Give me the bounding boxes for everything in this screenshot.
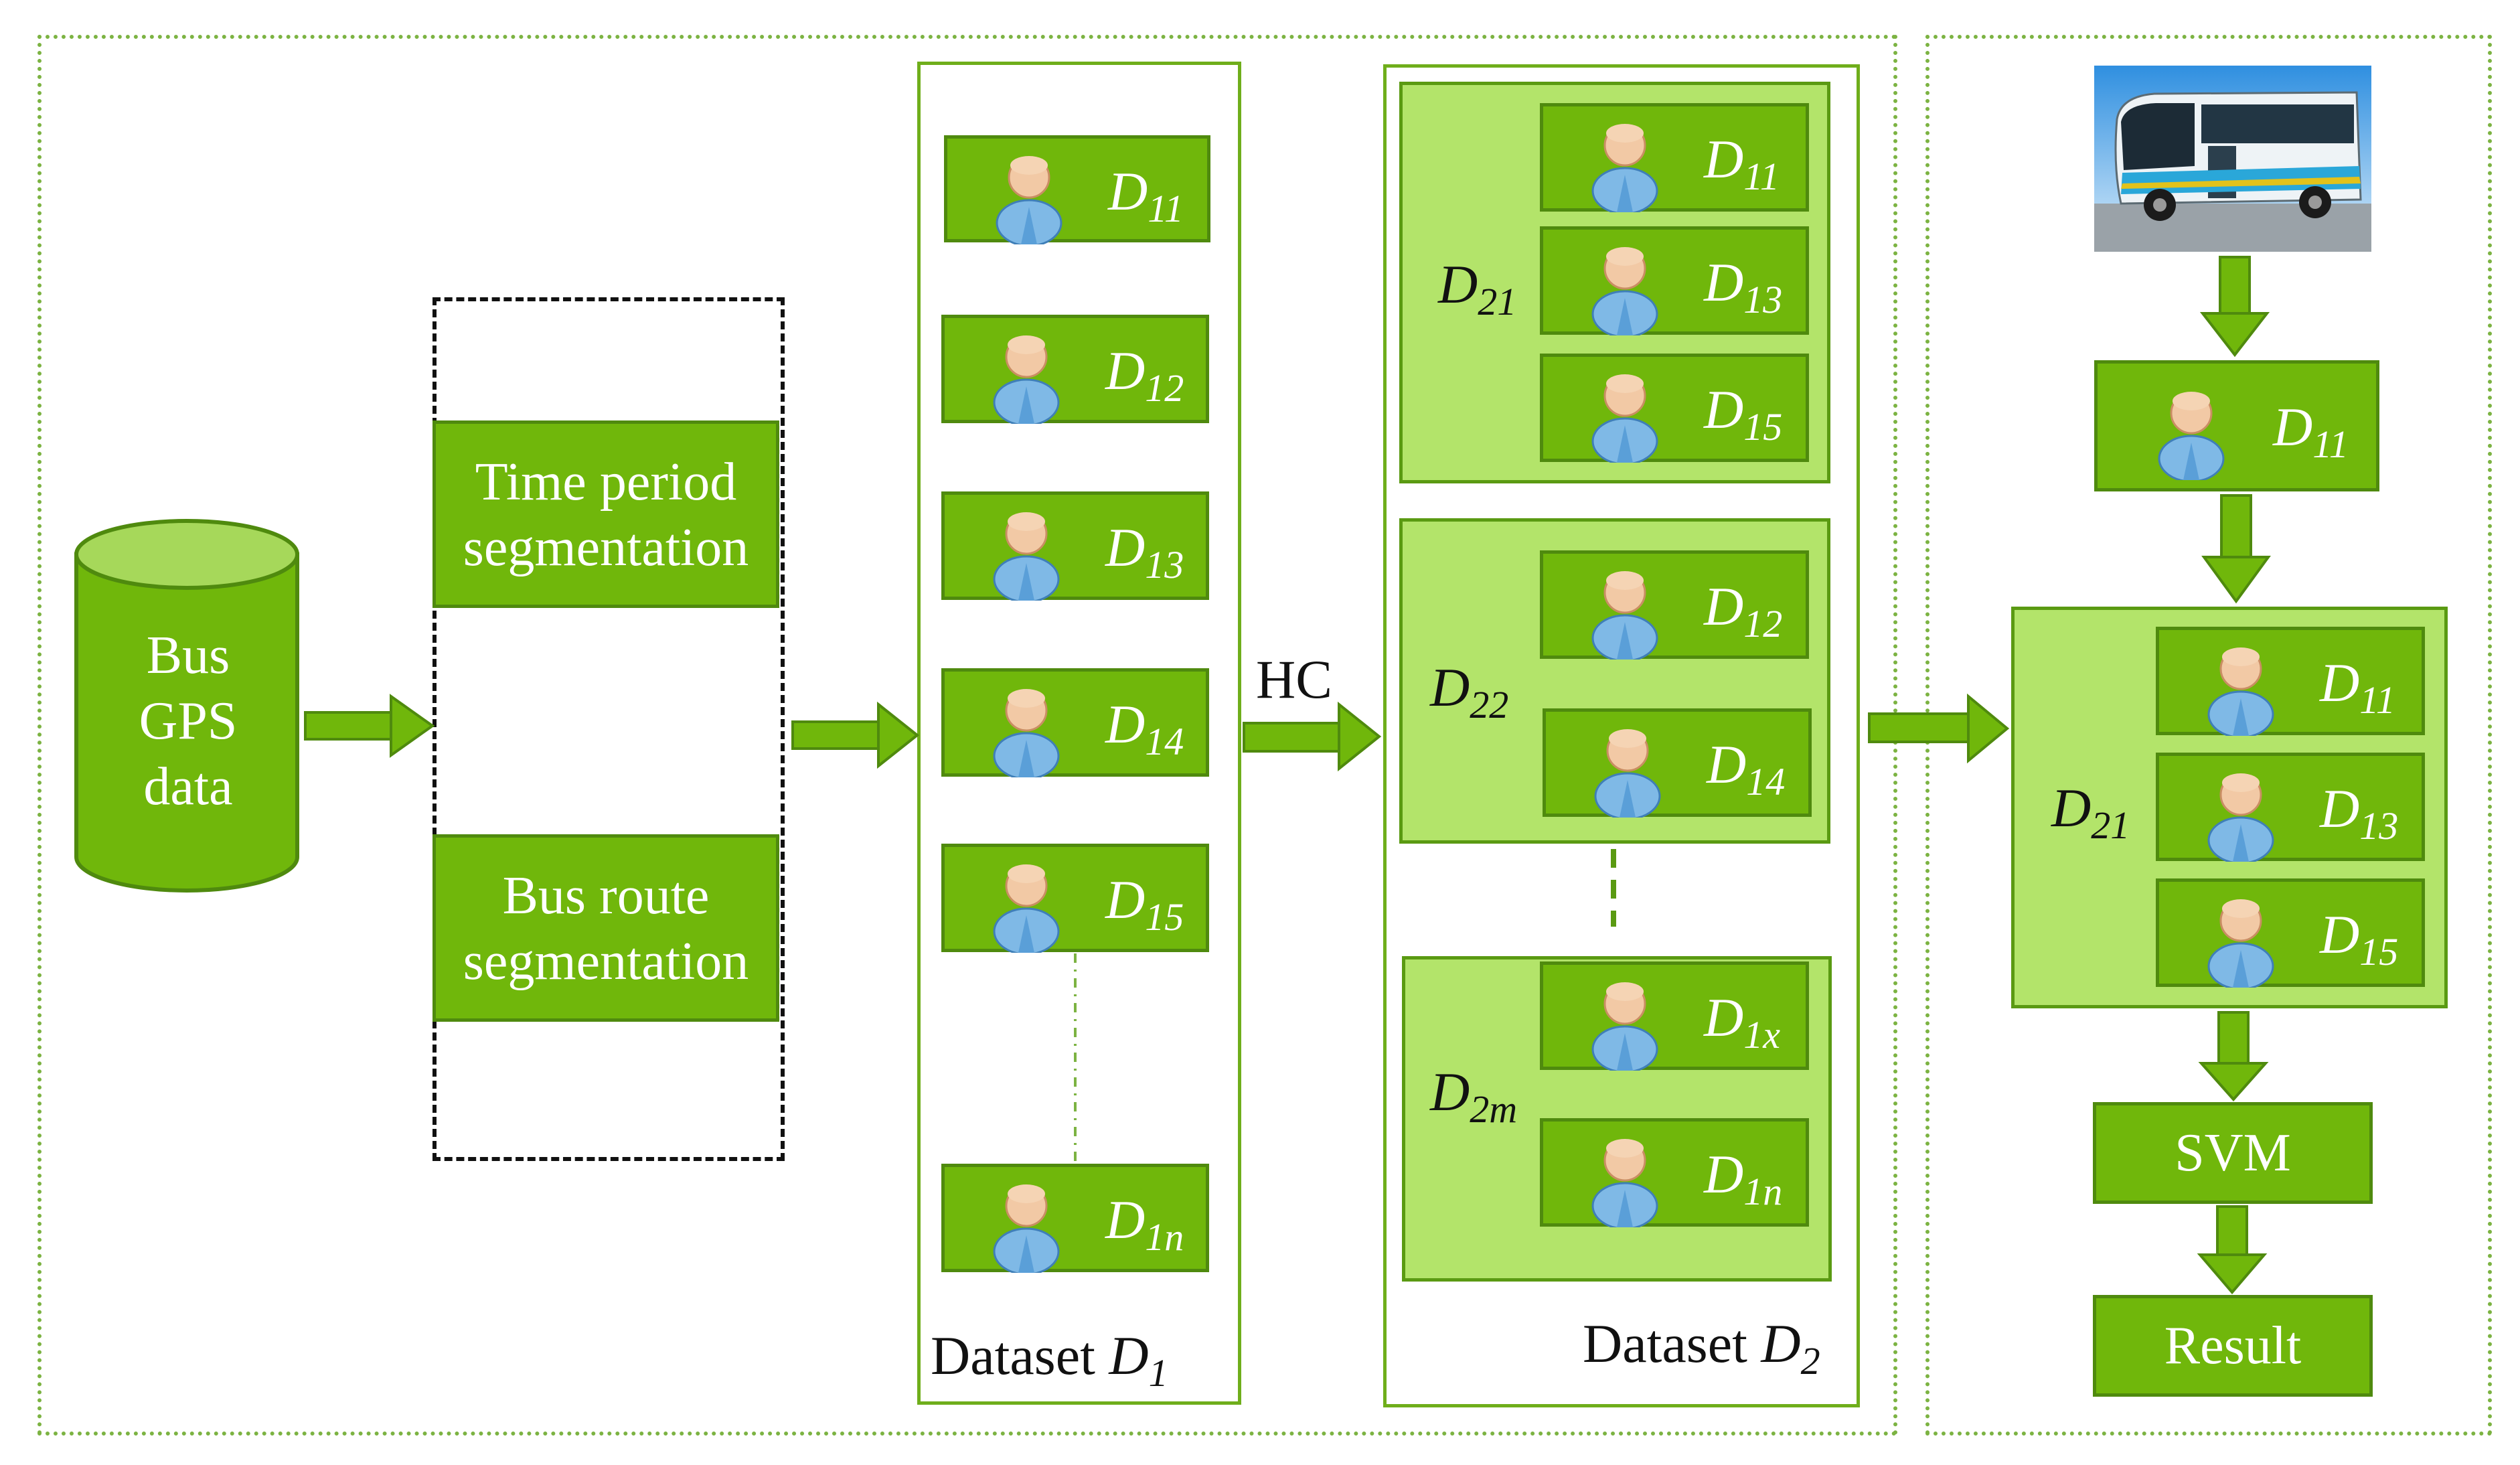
dataset-d2-caption: Dataset D2 — [1583, 1313, 1820, 1383]
person-icon — [1594, 729, 1661, 818]
source-line-2: GPS — [139, 692, 238, 751]
d21-item-d15: D15 — [1540, 354, 1809, 463]
d1-item-d13: D13 — [941, 491, 1209, 601]
d1-item-label: D12 — [1105, 340, 1184, 410]
person-icon — [993, 1184, 1060, 1273]
d1-item-d1n: D1n — [941, 1164, 1209, 1273]
d2-group-label: D22 — [1430, 657, 1509, 726]
d1-item-d15: D15 — [941, 844, 1209, 953]
d2-item-label: D14 — [1707, 734, 1786, 803]
d1-item-label: D14 — [1105, 694, 1184, 763]
d2-item-label: D15 — [1704, 379, 1783, 449]
d2-group-label: D21 — [1438, 254, 1517, 323]
person-icon — [1591, 247, 1658, 335]
person-icon — [993, 689, 1060, 777]
d1-item-d11: D11 — [944, 135, 1210, 244]
time-period-line-1: Time period — [475, 453, 737, 512]
pipeline-input-label: D11 — [2273, 396, 2349, 466]
d21-item-d13: D13 — [1540, 226, 1809, 335]
d22-item-d12: D12 — [1540, 550, 1809, 660]
d21-item-d11: D11 — [1540, 103, 1809, 212]
d2m-item-d1n: D1n — [1540, 1118, 1809, 1227]
person-icon — [2207, 899, 2274, 988]
database-cylinder-icon — [74, 519, 299, 893]
hc-label: HC — [1256, 649, 1332, 710]
dataset-d1-caption: Dataset D1 — [931, 1325, 1168, 1395]
match-item-d15: D15 — [2156, 878, 2425, 988]
d1-item-label: D15 — [1105, 869, 1184, 939]
d1-item-label: D11 — [1108, 161, 1184, 230]
source-line-3: data — [143, 757, 233, 816]
person-icon — [2207, 647, 2274, 736]
person-icon — [2158, 392, 2225, 480]
bus-photo-icon — [2094, 66, 2371, 252]
result-box: Result — [2093, 1295, 2373, 1397]
person-icon — [1591, 1139, 1658, 1227]
match-item-label: D11 — [2320, 652, 2395, 722]
svm-box: SVM — [2093, 1102, 2373, 1204]
person-icon — [1591, 982, 1658, 1071]
person-icon — [2207, 773, 2274, 862]
bus-gps-data-label: Bus GPS data — [71, 623, 305, 820]
match-item-d11: D11 — [2156, 627, 2425, 736]
d2-item-label: D12 — [1704, 576, 1783, 645]
person-icon — [993, 335, 1060, 424]
d1-item-label: D1n — [1105, 1189, 1184, 1259]
d2-group-label: D2m — [1430, 1061, 1518, 1131]
person-icon — [1591, 124, 1658, 212]
d2-item-label: D1n — [1704, 1144, 1783, 1213]
d2-item-label: D1x — [1704, 987, 1780, 1057]
person-icon — [1591, 374, 1658, 463]
d2m-item-d1x: D1x — [1540, 961, 1809, 1071]
d2-item-label: D11 — [1704, 129, 1780, 198]
match-item-label: D13 — [2320, 778, 2399, 848]
d1-item-d14: D14 — [941, 668, 1209, 777]
d2-item-label: D13 — [1704, 252, 1783, 321]
d22-item-d14: D14 — [1543, 708, 1812, 818]
d1-item-label: D13 — [1105, 517, 1184, 587]
time-period-line-2: segmentation — [463, 518, 749, 577]
time-period-segmentation-box: Time period segmentation — [432, 420, 779, 608]
match-item-d13: D13 — [2156, 753, 2425, 862]
d1-item-d12: D12 — [941, 315, 1209, 424]
pipeline-input-d11: D11 — [2094, 360, 2379, 491]
bus-route-line-2: segmentation — [463, 932, 749, 991]
match-item-label: D15 — [2320, 904, 2399, 974]
person-icon — [993, 512, 1060, 601]
person-icon — [993, 864, 1060, 953]
source-line-1: Bus — [146, 626, 230, 685]
bus-route-segmentation-box: Bus route segmentation — [432, 834, 779, 1022]
bus-route-line-1: Bus route — [502, 866, 710, 925]
pipeline-match-label: D21 — [2051, 777, 2130, 847]
person-icon — [996, 156, 1062, 244]
person-icon — [1591, 571, 1658, 660]
